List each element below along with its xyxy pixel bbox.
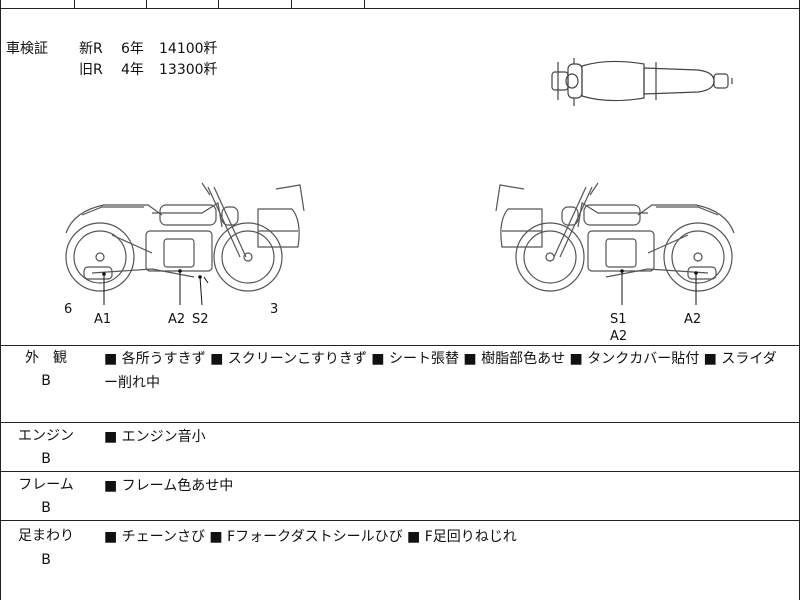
section-frame: フレーム B ■ フレーム色あせ中 [0,472,800,521]
section-grade: B [41,500,51,516]
label-3: 3 [270,302,278,317]
section-grade: B [41,373,51,389]
section-exterior: 外 観 B ■ 各所うすきず ■ スクリーンこすりきず ■ シート張替 ■ 樹脂… [0,346,800,423]
inspection-label: 車検証 [6,41,48,57]
inspection-row-new: 新R 6年 14100粁 [79,39,218,60]
section-title: 外 観 [25,350,67,366]
odometer-kind: 新R [79,41,103,57]
motorcycle-left-side-view-icon: 6 A1 A2 S2 3 [64,182,305,327]
odometer-value: 14100粁 [159,41,218,57]
label-a2: A2 [684,312,701,327]
motorcycle-right-side-view-icon: S1 A2 A2 [495,182,735,343]
frame-left [0,0,1,600]
section-description: ■ チェーンさび ■ Fフォークダストシールひび ■ F足回りねじれ [104,529,517,545]
inspection-row-old: 旧R 4年 13300粁 [79,60,218,81]
section-grade: B [41,451,51,467]
odometer-kind: 旧R [79,62,103,78]
top-table-edge [0,0,800,9]
odometer-years: 4年 [121,62,144,78]
section-description: ■ 各所うすきず ■ スクリーンこすりきず ■ シート張替 ■ 樹脂部色あせ ■… [104,351,777,391]
section-description: ■ エンジン音小 [104,429,206,445]
label-a2: A2 [168,312,185,327]
section-title: エンジン [18,428,74,444]
diagram-panel: 車検証 新R 6年 14100粁 旧R 4年 13300粁 [0,8,800,346]
label-a1: A1 [94,312,111,327]
section-title: フレーム [18,477,74,493]
label-s2: S2 [192,312,209,327]
label-a2-lower: A2 [610,329,627,343]
label-s1: S1 [610,312,627,327]
section-grade: B [41,552,51,568]
odometer-years: 6年 [121,41,144,57]
section-engine: エンジン B ■ エンジン音小 [0,423,800,472]
label-6: 6 [64,302,72,317]
section-description: ■ フレーム色あせ中 [104,478,234,494]
motorcycle-top-view-icon [551,58,733,106]
section-suspension: 足まわり B ■ チェーンさび ■ Fフォークダストシールひび ■ F足回りねじ… [0,521,800,600]
section-title: 足まわり [18,528,74,544]
odometer-value: 13300粁 [159,62,218,78]
